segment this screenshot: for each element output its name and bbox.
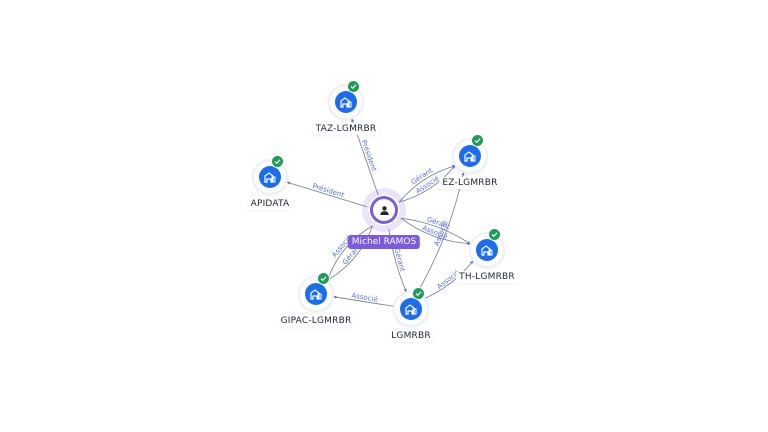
company-circle [330,80,362,118]
company-label: EZ-LGMRBR [439,177,501,189]
verified-check-icon [488,228,501,241]
verified-check-icon [412,287,425,300]
company-label: TH-LGMRBR [456,271,518,283]
relation-label: Gérant [392,247,406,273]
building-icon [305,283,327,305]
relation-edge-lgmrbr-gipac [333,295,395,307]
building-icon [400,298,422,320]
company-circle [454,134,486,172]
relation-label: Président [311,182,345,199]
relation-edge-person-th [400,217,471,246]
company-circle [395,287,427,325]
relation-edge-person-gipac [327,225,373,281]
edges-layer [286,118,474,307]
building-icon [459,145,481,167]
relation-label: Président [360,139,378,173]
verified-check-icon [347,80,360,93]
person-name-label: Michel RAMOS [347,235,421,249]
relation-edge-person-gipac [326,225,373,281]
verified-check-icon [471,134,484,147]
building-icon [259,166,281,188]
company-label: APIDATA [247,198,293,210]
company-circle [254,155,286,193]
company-label: GIPAC-LGMRBR [277,315,355,327]
verified-check-icon [317,272,330,285]
company-circle [300,272,332,310]
verified-check-icon [271,155,284,168]
relation-edge-person-apidata [286,181,367,208]
relation-edge-person-ez [398,165,456,203]
company-label: TAZ-LGMRBR [312,123,380,135]
company-label: LGMRBR [388,330,434,342]
relation-edge-person-th [400,217,471,245]
building-icon [476,239,498,261]
relation-edge-lgmrbr-th [424,260,474,299]
person-circle [368,194,400,226]
company-circle [471,228,503,266]
user-icon [373,199,395,221]
relation-edge-person-ez [398,165,456,203]
building-icon [335,91,357,113]
